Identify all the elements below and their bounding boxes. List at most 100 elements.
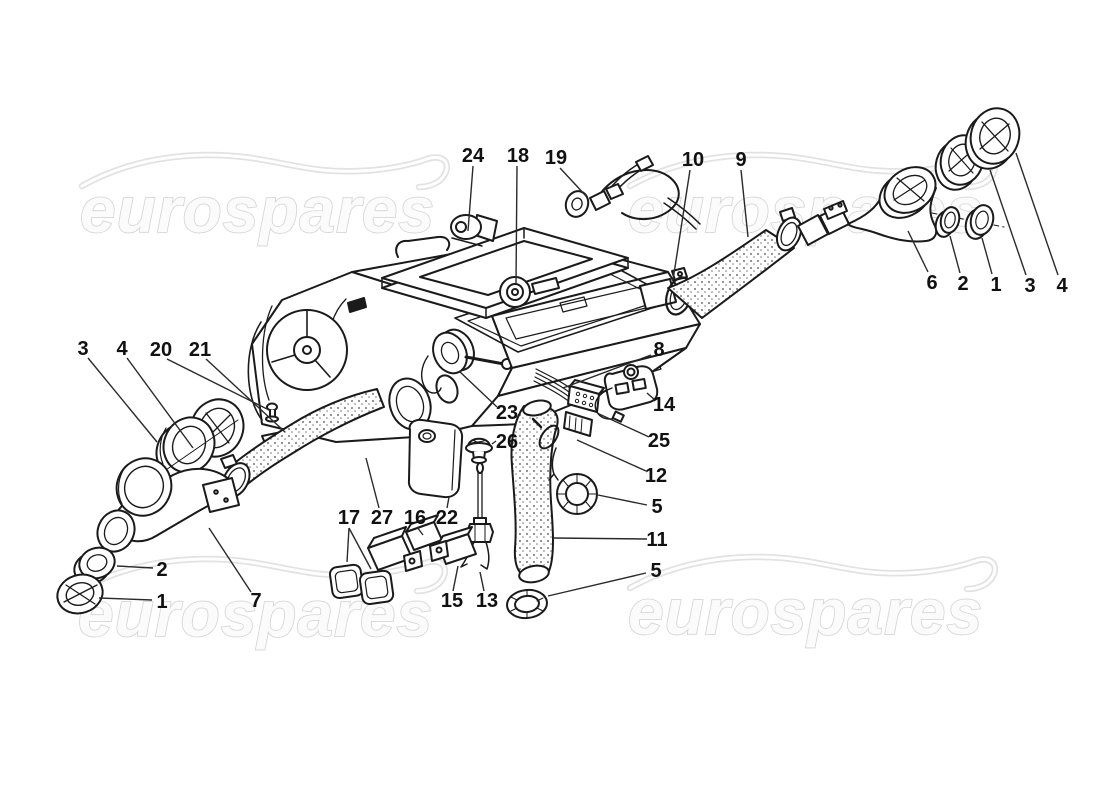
drawing-stroke — [548, 447, 559, 481]
drawing-stroke — [464, 355, 506, 366]
leader-line — [208, 527, 252, 593]
part-callout-19: 19 — [545, 147, 587, 197]
part-callout-10: 10 — [672, 149, 704, 281]
leader-line — [646, 392, 656, 401]
leader-line — [116, 565, 154, 569]
leader-line — [416, 526, 424, 536]
drawing-stroke — [358, 569, 395, 606]
drawing-stroke — [611, 410, 625, 423]
part-callout-12: 12 — [576, 439, 667, 487]
right-vent-bezel-4 — [964, 107, 1021, 170]
part-number: 13 — [476, 590, 498, 612]
drawing-stroke — [213, 489, 219, 495]
part-number: 3 — [1024, 275, 1035, 297]
drawing-stroke — [477, 470, 483, 520]
part-callout-3: 3 — [77, 338, 158, 443]
leader-line — [597, 494, 648, 506]
leader-line — [491, 440, 497, 445]
drawing-stroke — [589, 395, 595, 401]
drawing-stroke — [511, 288, 519, 296]
part-callout-14: 14 — [646, 392, 676, 416]
drawing-stroke — [979, 121, 1010, 152]
part-callout-26: 26 — [491, 431, 518, 453]
watermark-text: eurospares — [80, 174, 435, 246]
part-number: 15 — [441, 590, 463, 612]
corrugated-hose-right — [667, 229, 795, 319]
drawing-stroke — [408, 557, 416, 565]
part-number: 2 — [957, 273, 968, 295]
drawing-stroke — [347, 297, 367, 313]
leader-line — [87, 357, 158, 443]
top-frame — [381, 227, 629, 319]
relay-cube-17a — [328, 563, 365, 600]
drawing-stroke — [531, 417, 543, 429]
drawing-stroke — [582, 393, 588, 399]
watermark-swoosh-highlight — [80, 153, 449, 189]
part-number: 1 — [156, 591, 167, 613]
leader-line — [596, 412, 650, 438]
hose-sleeve — [797, 200, 850, 246]
drawing-stroke — [531, 277, 560, 295]
part-number: 12 — [645, 465, 667, 487]
part-callout-17: 17 — [338, 507, 372, 570]
drawing-stroke — [893, 177, 926, 202]
part-number: 11 — [646, 529, 667, 551]
drawing-stroke — [117, 465, 127, 505]
handle-tube — [395, 235, 451, 258]
drawing-stroke — [677, 271, 683, 277]
drawing-stroke — [437, 526, 473, 545]
part-number: 21 — [189, 339, 211, 361]
part-callout-2: 2 — [116, 559, 168, 581]
leader-line — [346, 527, 350, 563]
drawing-stroke — [419, 240, 593, 296]
drawing-stroke — [975, 210, 989, 230]
relay-cube-17b — [358, 569, 395, 606]
right-ring-2 — [934, 206, 961, 238]
wiring-harness — [533, 364, 659, 437]
drawing-stroke — [440, 341, 460, 365]
part-number: 27 — [371, 507, 393, 529]
drawing-stroke — [568, 415, 583, 434]
hose-clamp-12 — [531, 417, 560, 481]
left-vent-ring-3 — [155, 416, 216, 480]
leader-line — [547, 572, 647, 597]
part-number: 4 — [116, 338, 128, 360]
part-number: 18 — [507, 145, 529, 167]
drawing-stroke — [471, 456, 487, 464]
part-callout-25: 25 — [596, 412, 670, 452]
blower-fan — [266, 309, 348, 391]
part-callout-22: 22 — [436, 496, 458, 529]
drawing-stroke — [63, 584, 98, 605]
part-number: 6 — [926, 272, 937, 294]
leader-line — [989, 169, 1027, 276]
leader-line — [98, 597, 153, 601]
right-hose-assembly — [667, 107, 1021, 319]
drawing-stroke — [328, 563, 365, 600]
leader-line — [562, 354, 652, 389]
drawing-stroke — [103, 516, 129, 546]
drawing-stroke — [575, 391, 581, 397]
drawing-stroke — [780, 221, 798, 247]
part-number: 17 — [338, 507, 360, 529]
drawing-stroke — [65, 581, 95, 607]
drawing-stroke — [565, 482, 589, 506]
leader-line — [981, 237, 993, 275]
leader-line — [552, 537, 648, 540]
drawing-stroke — [564, 190, 590, 218]
leader-line — [467, 165, 474, 232]
part-number: 24 — [462, 145, 485, 167]
line-art — [56, 107, 1021, 620]
drawing-stroke — [559, 296, 588, 313]
drawing-stroke — [828, 205, 834, 211]
part-number: 5 — [650, 560, 661, 582]
leader-line — [740, 169, 749, 238]
drawing-stroke — [367, 526, 407, 549]
leader-line — [365, 457, 380, 509]
part-number: 5 — [651, 496, 662, 518]
part-number: 25 — [648, 430, 670, 452]
drawing-stroke — [381, 227, 629, 319]
leader-line — [672, 169, 691, 281]
drawing-stroke — [465, 442, 493, 454]
